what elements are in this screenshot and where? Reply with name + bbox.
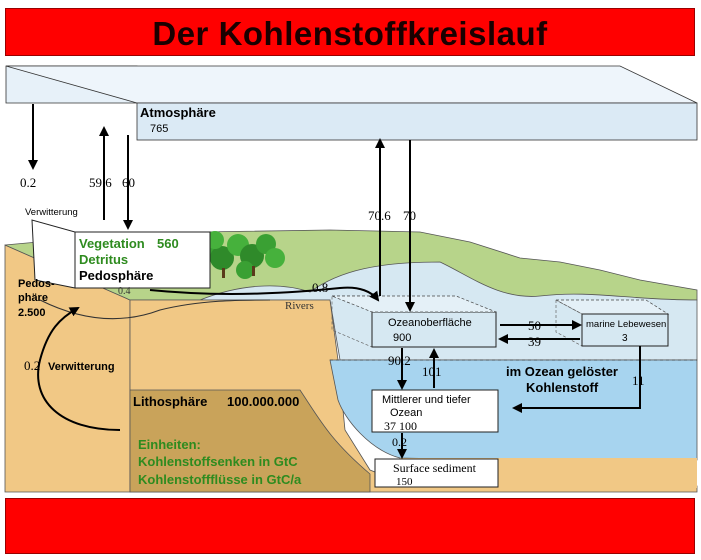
- flux-weathering-litho: 0.2: [24, 358, 40, 373]
- lithosphere-name: Lithosphäre: [133, 394, 207, 409]
- marine-life-name: marine Lebewesen: [586, 319, 666, 330]
- flux-rivers: 0.8: [312, 280, 328, 295]
- arrow-rivers: [149, 286, 380, 302]
- weathering-left-label: Verwitterung: [48, 361, 115, 373]
- atmosphere-value: 765: [150, 123, 168, 135]
- pedosphere-side-value: 2.500: [18, 307, 46, 319]
- ocean-surface: [199, 261, 698, 361]
- vegetation-name: Vegetation: [79, 236, 145, 251]
- marine-life-box: [555, 299, 670, 347]
- arrow-marine-to-deep: [512, 346, 641, 413]
- deep-ocean-value: 37 100: [384, 419, 417, 433]
- flux-deep-to-surface: 101: [422, 364, 442, 379]
- weathering-top-label: Verwitterung: [25, 207, 78, 218]
- sediment-name: Surface sediment: [393, 461, 477, 475]
- lithosphere-value: 100.000.000: [227, 394, 299, 409]
- marine-life-value: 3: [622, 333, 628, 344]
- soil-front-face: [129, 299, 698, 493]
- flux-atm-to-ocean: 70: [403, 208, 416, 223]
- sediment-value: 150: [396, 476, 413, 488]
- legend-line2: Kohlenstoffsenken in GtC: [138, 454, 298, 469]
- deep-ocean-box: [371, 389, 499, 433]
- flux-surface-to-deep: 90.2: [388, 353, 411, 368]
- legend-line1: Einheiten:: [138, 437, 201, 452]
- arrow-weathering-litho: [37, 307, 121, 431]
- vegetation-box: [74, 231, 211, 289]
- deep-ocean-line1: Mittlerer und tiefer: [382, 394, 471, 406]
- ocean-surface-box: [331, 295, 497, 348]
- atmosphere-name: Atmosphäre: [140, 105, 216, 120]
- flux-marine-to-deep: 11: [632, 373, 645, 388]
- flux-land-to-atm: 59.6: [89, 175, 112, 190]
- vegetation-value: 560: [157, 236, 179, 251]
- flux-marine-to-surface: 39: [528, 334, 541, 349]
- pedosphere-side-line1: Pedos-: [18, 278, 55, 290]
- rivers-label: Rivers: [285, 300, 314, 312]
- dissolved-line2: Kohlenstoff: [526, 380, 599, 395]
- deep-ocean-line2: Ozean: [390, 407, 422, 419]
- sediment-box: [374, 458, 499, 488]
- lithosphere-layer: [129, 389, 371, 493]
- detritus-name: Detritus: [79, 252, 128, 267]
- ocean-surface-name: Ozeanoberfläche: [388, 317, 472, 329]
- flux-ocean-to-atm: 70.6: [368, 208, 391, 223]
- flux-atm-to-land-left: 0.2: [20, 175, 36, 190]
- vegetation-box-outline: [31, 219, 76, 289]
- flux-surface-to-marine: 50: [528, 318, 541, 333]
- pedosphere-side-line2: phäre: [18, 292, 48, 304]
- sediment-strip: [400, 458, 697, 488]
- page-title: Der Kohlenstoffkreislauf: [152, 15, 548, 52]
- pedosphere-box-name: Pedosphäre: [79, 268, 153, 283]
- atmosphere-slab: [5, 65, 698, 141]
- land-surface: [4, 229, 698, 301]
- forest: [178, 231, 285, 280]
- legend-line3: Kohlenstoffflüsse in GtC/a: [138, 472, 302, 487]
- flux-atm-to-land: 60: [122, 175, 135, 190]
- dissolved-line1: im Ozean gelöster: [506, 364, 618, 379]
- deep-ocean: [329, 359, 698, 461]
- soil-left-face: [4, 244, 131, 493]
- flux-deep-to-sediment: 0.2: [392, 435, 407, 449]
- bottom-banner: [5, 498, 695, 554]
- title-banner: Der Kohlenstoffkreislauf: [5, 8, 695, 56]
- ocean-surface-value: 900: [393, 332, 411, 344]
- flux-soil-runoff: 0.4: [118, 286, 131, 297]
